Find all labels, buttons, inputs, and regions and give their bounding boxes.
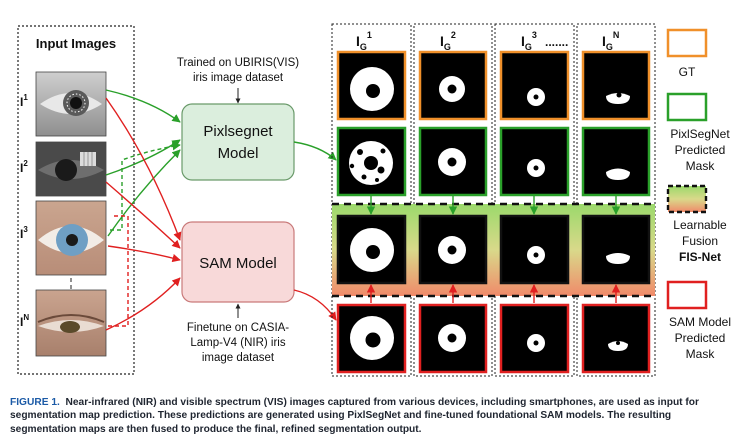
grid-header-2: IG2 xyxy=(440,30,456,52)
figure-caption-text: Near-infrared (NIR) and visible spectrum… xyxy=(10,397,699,435)
legend-pixlsegnet-label-3: Mask xyxy=(686,159,716,173)
mask-fused-n xyxy=(581,214,651,285)
grid-column-2 xyxy=(413,23,493,377)
pixlsegnet-row xyxy=(336,126,651,197)
legend-gt-label: GT xyxy=(679,65,696,79)
grid-column-3 xyxy=(494,23,575,377)
input-images-panel xyxy=(17,25,135,375)
legend-fusion-label: Learnable xyxy=(673,218,727,232)
gt-row xyxy=(336,50,651,121)
mask-gt-n xyxy=(581,50,651,121)
input-images-title: Input Images xyxy=(36,36,116,51)
input-image-2 xyxy=(35,141,107,197)
legend-sam-swatch xyxy=(666,280,708,310)
pixlsegnet-model-label-2: Model xyxy=(218,145,259,162)
fusion-arrows-green xyxy=(366,196,621,215)
pixlsegnet-note-2: iris image dataset xyxy=(193,72,284,84)
pixlsegnet-model-label: Pixlsegnet xyxy=(203,123,273,140)
header-dots: ....... xyxy=(545,35,568,49)
grid-header-3: IG3 xyxy=(521,30,537,52)
pixlsegnet-model-box xyxy=(181,103,295,181)
mask-gt-3 xyxy=(499,50,570,121)
sam-note-2: Lamp-V4 (NIR) iris xyxy=(190,337,285,349)
pixlsegnet-note: Trained on UBIRIS(VIS) xyxy=(177,57,299,69)
legend-pixlsegnet-swatch xyxy=(666,92,708,122)
legend-pixlsegnet-label: PixlSegNet xyxy=(670,127,730,141)
input-label-2: I2 xyxy=(20,159,28,175)
figure-caption: FIGURE 1. Near-infrared (NIR) and visibl… xyxy=(10,396,738,436)
legend-fusion-swatch xyxy=(666,184,708,214)
legend-pixlsegnet-label-2: Predicted xyxy=(675,143,726,157)
input-to-sam-arrows xyxy=(105,97,182,331)
fusion-row xyxy=(336,214,651,285)
sam-row xyxy=(336,303,651,374)
input-image-3 xyxy=(35,200,107,276)
sam-note: Finetune on CASIA- xyxy=(187,322,289,334)
pixlsegnet-to-grid-arrow xyxy=(293,141,337,161)
figure-caption-label: FIGURE 1. xyxy=(10,397,60,408)
sam-to-grid-arrow xyxy=(293,289,337,321)
legend-sam-label: SAM Model xyxy=(669,315,731,329)
input-label-3: I3 xyxy=(20,225,28,241)
mask-sam-n xyxy=(581,303,651,374)
legend-gt-swatch xyxy=(666,28,708,58)
legend-sam-label-3: Mask xyxy=(686,347,716,361)
grid-header-n: IGN xyxy=(602,30,619,52)
legend-fusion-label-3: FIS-Net xyxy=(679,250,721,264)
input-label-1: I1 xyxy=(20,93,28,109)
sam-note-3: image dataset xyxy=(202,352,275,364)
sam-model-box xyxy=(181,221,295,303)
pipeline-diagram: Input Images I1 I2 I3 IN Trained on UBIR… xyxy=(17,23,731,377)
input-label-n: IN xyxy=(20,313,29,329)
grid-column-1 xyxy=(331,23,412,377)
sam-model-label: SAM Model xyxy=(199,255,277,272)
input-image-1 xyxy=(35,71,107,137)
input-image-n xyxy=(35,289,107,357)
grid-column-n xyxy=(576,23,656,377)
legend-fusion-label-2: Fusion xyxy=(682,234,718,248)
fusion-arrows-red xyxy=(366,284,621,303)
input-to-pixlsegnet-arrows xyxy=(105,89,181,237)
mask-pixlsegnet-n xyxy=(581,126,651,197)
legend-sam-label-2: Predicted xyxy=(675,331,726,345)
grid-header-1: IG1 xyxy=(356,30,372,52)
